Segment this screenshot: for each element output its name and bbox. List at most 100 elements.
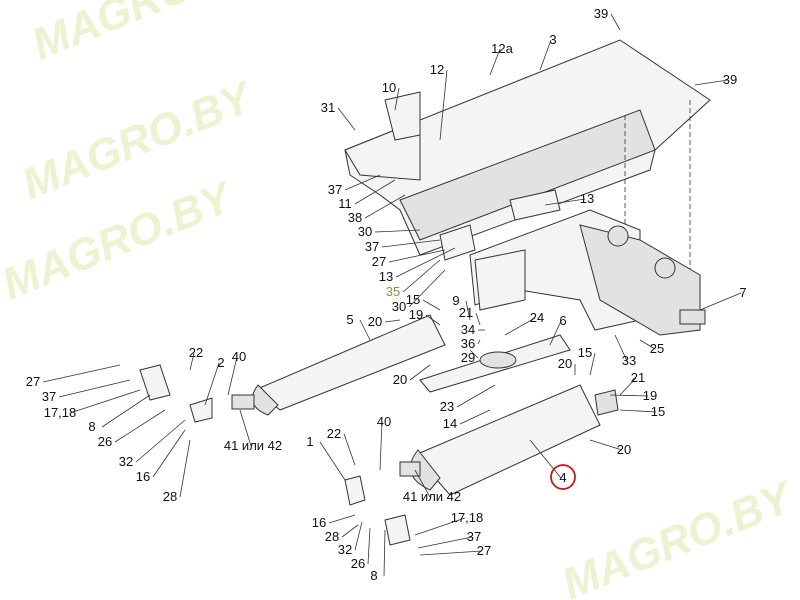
leader-line [343, 433, 356, 466]
leader-line [337, 107, 356, 131]
part-number-label: 21 [631, 370, 645, 385]
part-number-label: 6 [559, 313, 566, 328]
leader-line [544, 198, 586, 206]
part-number-label: 37 [365, 239, 379, 254]
part-number-label: 37 [467, 529, 481, 544]
part-number-label: 32 [119, 454, 133, 469]
part-number-label: 14 [443, 416, 457, 431]
part-number-label: 10 [382, 80, 396, 95]
leader-line [364, 194, 406, 219]
part-number-label: 28 [163, 489, 177, 504]
leader-line [465, 300, 471, 321]
leader-line [417, 536, 473, 549]
part-number-label: 15 [578, 345, 592, 360]
leader-line [354, 521, 363, 551]
part-number-label: 40 [377, 414, 391, 429]
knife-6 [419, 334, 571, 393]
part-number-label: 1 [306, 434, 313, 449]
leader-line [439, 69, 448, 141]
leader-line [504, 317, 536, 336]
leader-line [459, 409, 491, 425]
part-number-label: 12a [491, 41, 513, 56]
leader-line [609, 394, 649, 397]
frame-assembly [344, 39, 711, 280]
part-number-label: 27 [372, 254, 386, 269]
part-number-label: 23 [440, 399, 454, 414]
part-number-label: 28 [325, 529, 339, 544]
highlight-circle [550, 464, 576, 490]
leader-line [589, 439, 623, 451]
part-number-label: 27 [477, 543, 491, 558]
leader-line [388, 249, 446, 263]
part-number-label: 25 [650, 341, 664, 356]
leader-line [549, 320, 562, 346]
part-number-label: 30 [392, 299, 406, 314]
part-number-label: 8 [88, 419, 95, 434]
part-number-label: 15 [651, 404, 665, 419]
leader-line [374, 229, 421, 233]
leader-line [414, 517, 466, 536]
leader-line [383, 529, 386, 577]
part-number-label: 26 [351, 556, 365, 571]
leader-line [529, 439, 562, 479]
part-number-label: 16 [312, 515, 326, 530]
part-number-label: 39 [723, 72, 737, 87]
part-number-label: 22 [189, 345, 203, 360]
leader-line [135, 419, 186, 463]
leader-line [328, 514, 356, 524]
leader-line [402, 259, 441, 293]
leader-line [477, 339, 481, 345]
leader-line [114, 409, 166, 443]
leader-line [359, 319, 371, 341]
part-number-label: 30 [358, 224, 372, 239]
watermark-logo: MAGRO.BY [555, 472, 800, 600]
leader-line [694, 79, 729, 86]
leader-line [619, 409, 657, 413]
part-number-label: 8 [370, 568, 377, 583]
leader-line [189, 352, 195, 371]
leader-line [489, 48, 501, 76]
leader-line [619, 377, 637, 396]
leader-line [409, 364, 431, 381]
part-number-label: 26 [98, 434, 112, 449]
part-number-label: 12 [430, 62, 444, 77]
part-number-label: 27 [26, 374, 40, 389]
leader-line [475, 312, 481, 326]
part-number-label: 15 [406, 292, 420, 307]
leader-line [422, 299, 441, 311]
part-number-label: 20 [558, 356, 572, 371]
part-number-label: 41 или 42 [403, 489, 461, 504]
part-number-label: 13 [379, 269, 393, 284]
gearbox [469, 209, 706, 336]
leader-line [379, 421, 383, 471]
part-number-label: 31 [321, 100, 335, 115]
leader-line [381, 239, 441, 248]
leader-line [610, 13, 621, 31]
leader-line [456, 384, 496, 408]
leader-line [58, 379, 131, 398]
leader-line [239, 409, 252, 447]
leader-line [344, 174, 381, 191]
part-number-label: 39 [594, 6, 608, 21]
leader-lines [42, 13, 742, 577]
leader-line [101, 394, 151, 428]
part-number-label: 22 [327, 426, 341, 441]
part-number-label: 37 [42, 389, 56, 404]
leader-line [539, 39, 552, 71]
leader-line [319, 441, 346, 481]
leader-line [227, 356, 238, 396]
leader-line [639, 339, 656, 350]
part-number-label: 16 [136, 469, 150, 484]
auger-4 [344, 384, 619, 546]
leader-line [367, 527, 371, 565]
part-number-label: 41 или 42 [224, 438, 282, 453]
part-number-label: 20 [368, 314, 382, 329]
leader-line [179, 439, 191, 498]
leader-line [341, 524, 359, 538]
part-number-label: 29 [461, 350, 475, 365]
part-number-label: 24 [530, 310, 544, 325]
part-number-label: 13 [580, 191, 594, 206]
